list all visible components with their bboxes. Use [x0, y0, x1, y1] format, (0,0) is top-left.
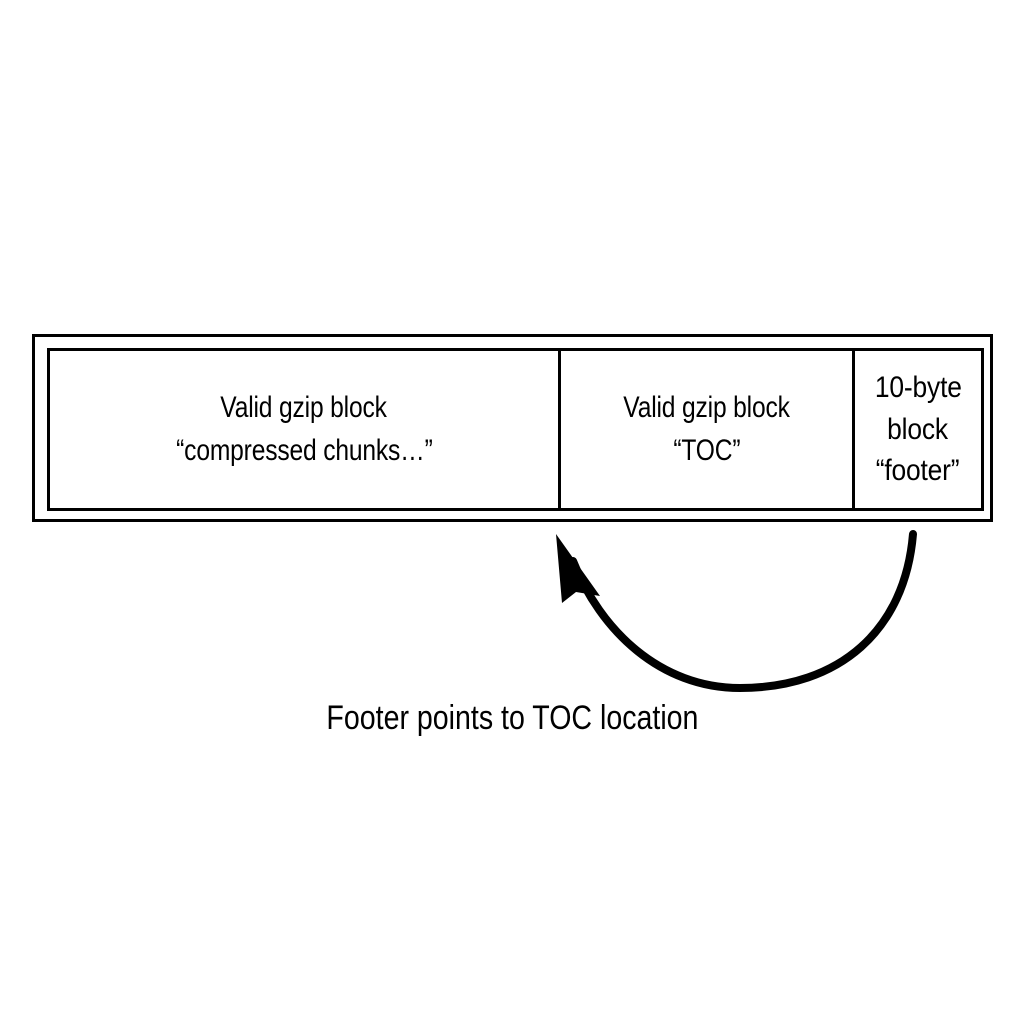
- block-footer-line-3: “footer”: [876, 454, 960, 488]
- arrow-curve-path: [569, 530, 917, 693]
- block-footer-line-2: block: [887, 412, 949, 446]
- gzip-block-strip: Valid gzip block “compressed chunks…” Va…: [47, 348, 984, 511]
- block-compressed-chunks[interactable]: Valid gzip block “compressed chunks…”: [50, 351, 558, 508]
- block-toc-line-2: “TOC”: [672, 433, 741, 467]
- block-footer[interactable]: 10-byte block “footer”: [852, 351, 981, 508]
- block-compressed-chunks-line-1: Valid gzip block: [220, 390, 388, 424]
- block-toc[interactable]: Valid gzip block “TOC”: [558, 351, 852, 508]
- arrow-caption-text: Footer points to TOC location: [325, 699, 699, 737]
- block-footer-line-1: 10-byte: [874, 371, 962, 405]
- gzip-file-container: Valid gzip block “compressed chunks…” Va…: [32, 334, 993, 522]
- arrow-caption: Footer points to TOC location: [0, 699, 1024, 737]
- block-compressed-chunks-line-2: “compressed chunks…”: [175, 433, 433, 467]
- block-toc-line-1: Valid gzip block: [623, 390, 790, 424]
- arrowhead-icon: [556, 534, 600, 603]
